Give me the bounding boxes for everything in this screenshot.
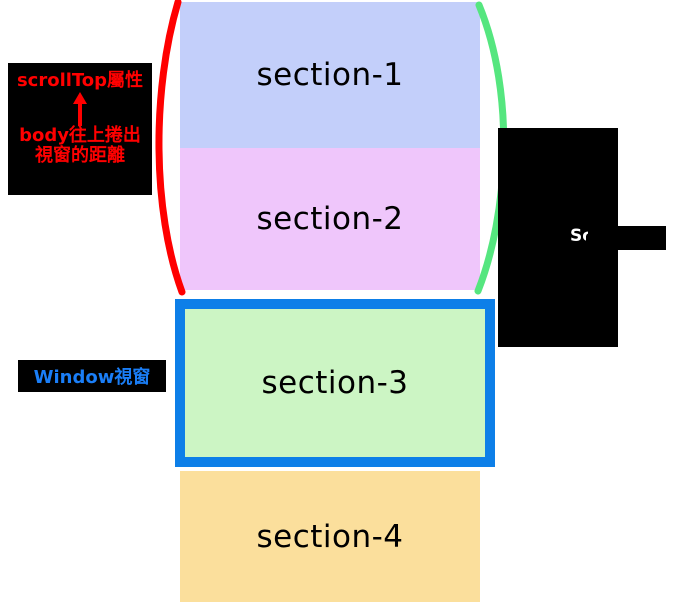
left-bracket-curve-red [155,0,186,296]
section-block-2: section-2 [180,148,480,290]
section-4-label: section-4 [256,518,404,555]
scrolltop-desc-line-1: body往上捲出 [19,124,141,146]
section-1-label: section-1 [256,57,404,93]
arrow-up-icon [8,91,152,126]
window-viewport-label-text: Window視窗 [33,367,151,388]
section-3-label: section-3 [261,365,409,401]
section-block-3: section-3 [175,299,495,467]
scrolltop-title: scrollTop屬性 [16,70,144,91]
window-viewport-label: Window視窗 [18,360,166,392]
section-block-4: section-4 [180,471,480,602]
section-block-1: section-1 [180,2,480,148]
right-annotation-redaction-bar-2 [586,236,626,250]
section-2-label: section-2 [256,201,404,237]
scrolltop-annotation: scrollTop屬性 body往上捲出 視窗的距離 [8,63,152,195]
scrolltop-desc-line-2: 視窗的距離 [35,145,125,167]
